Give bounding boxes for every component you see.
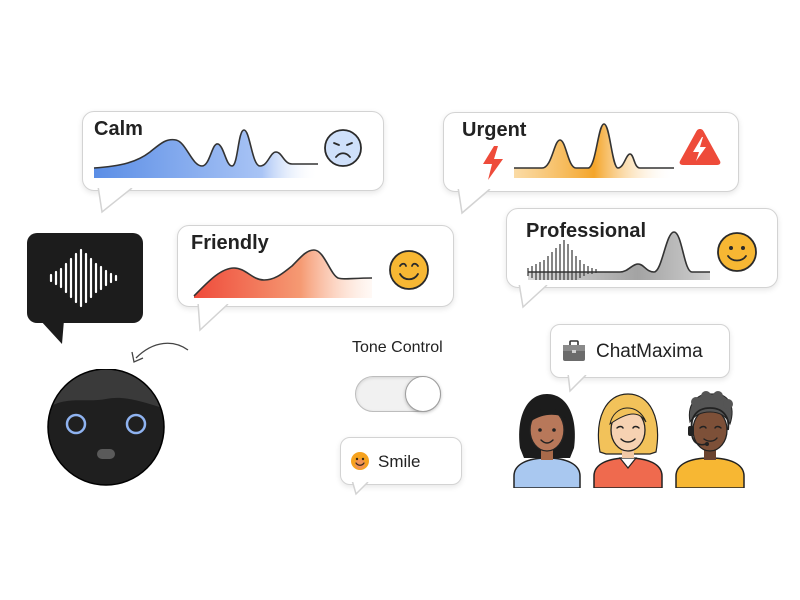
warning-bolt-icon [679, 129, 721, 165]
professional-smiley-face-icon [717, 232, 757, 272]
urgent-label: Urgent [462, 119, 527, 141]
professional-label: Professional [526, 220, 647, 242]
chatmaxima-label: ChatMaxima [596, 341, 703, 362]
person-avatar-2 [593, 393, 663, 488]
professional-bubble-tail [517, 281, 557, 309]
calm-waveform [93, 129, 318, 178]
professional-waveform [527, 231, 710, 280]
person-avatar-3 [675, 391, 745, 488]
friendly-waveform [193, 249, 373, 298]
smile-chip-tail [350, 478, 374, 496]
lightning-bolt-icon [483, 146, 503, 180]
toggle-knob [405, 376, 441, 412]
friendly-smiley-face-icon [389, 250, 429, 290]
friendly-label: Friendly [191, 232, 269, 254]
calm-bubble-tail [96, 184, 136, 214]
sound-wave-icon [49, 248, 118, 308]
chatmaxima-chip-tail [566, 371, 592, 393]
calm-label: Calm [94, 118, 143, 140]
urgent-bubble-tail [456, 185, 496, 215]
voice-bubble-tail [40, 320, 64, 344]
robot-right-eye [125, 413, 147, 435]
tone-control-toggle[interactable] [355, 376, 441, 412]
curved-arrow-icon [131, 342, 189, 363]
sad-face-icon [324, 129, 362, 167]
urgent-waveform [514, 123, 674, 178]
person-avatar-1 [513, 394, 581, 488]
briefcase-icon [563, 340, 585, 361]
smile-emoji-icon [351, 452, 369, 470]
robot-avatar [47, 369, 165, 486]
robot-left-eye [65, 413, 87, 435]
smile-label: Smile [378, 452, 421, 471]
friendly-bubble-tail [196, 300, 236, 332]
robot-mouth [97, 449, 115, 459]
tone-control-label: Tone Control [352, 339, 443, 356]
